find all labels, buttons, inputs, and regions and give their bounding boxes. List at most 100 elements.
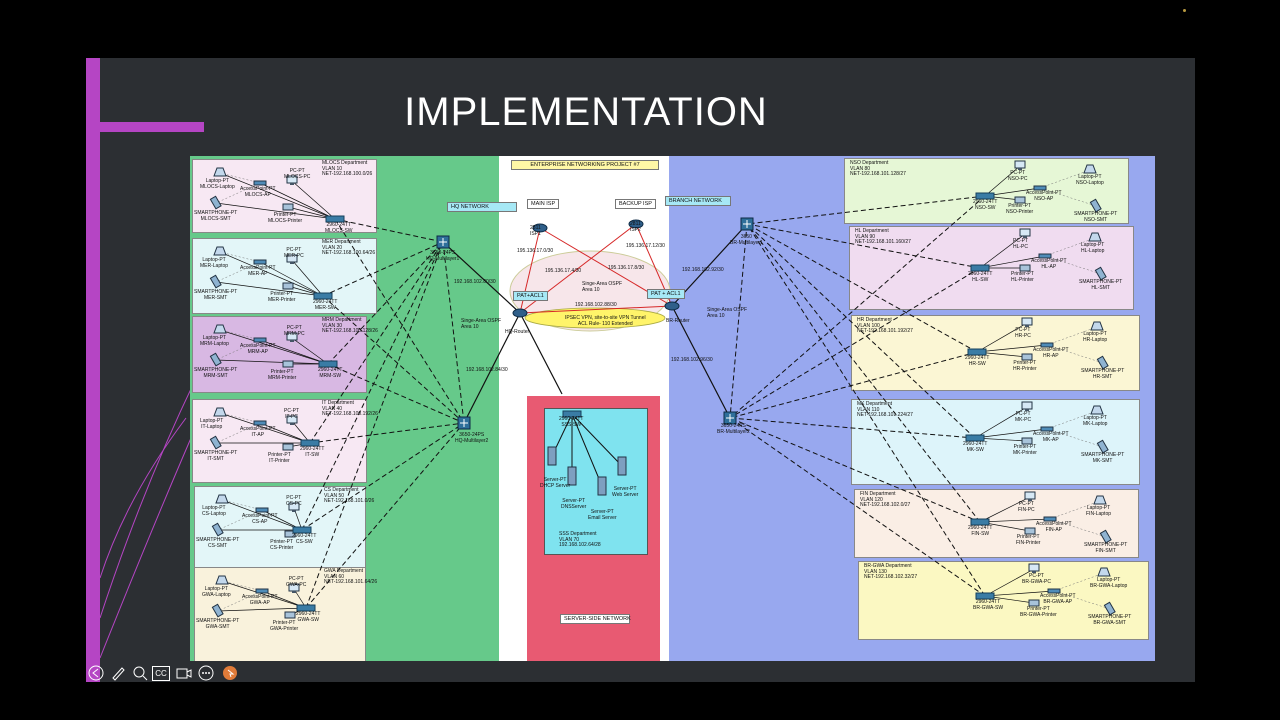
link-label-l4: 195.136.17.12/30 — [626, 243, 665, 249]
access-link — [259, 261, 324, 297]
pc-label: PC-PT MRM-PC — [284, 325, 305, 337]
video-icon[interactable] — [174, 663, 194, 682]
dept-header: HL Department VLAN 90 NET-192.168.101.16… — [855, 228, 911, 245]
access-point-label: AccessPoint-PT IT-AP — [240, 426, 276, 438]
laptop-icon — [213, 167, 227, 177]
wireless-link — [1046, 410, 1098, 430]
access-link — [979, 518, 1051, 523]
access-point-icon — [1040, 426, 1054, 432]
ospf-left-label: Singe-Area OSPF Area 10 — [461, 318, 502, 330]
br-router-icon — [664, 301, 680, 311]
laptop-label: Laptop-PT MER-Laptop — [200, 257, 229, 269]
hq-router-label: HQ-Router — [505, 329, 530, 335]
printer-icon — [1014, 196, 1026, 204]
smartphone-label: SMARTPHONE-PT MK-SMT — [1081, 452, 1125, 464]
more-icon[interactable] — [196, 663, 216, 682]
link-label-br-ml2: 192.168.102.96/30 — [671, 357, 713, 363]
access-link — [217, 607, 307, 612]
printer-icon — [1028, 599, 1040, 607]
switch-label: 2960-24TT CS-SW — [292, 533, 317, 545]
printer-label: Printer-PT HL-Printer — [1011, 271, 1034, 283]
access-link — [976, 344, 1048, 353]
link-label-hq-ml2: 192.168.102.84/30 — [466, 367, 508, 373]
smartphone-label: SMARTPHONE-PT GWA-SMT — [196, 618, 240, 630]
switch-icon — [318, 360, 338, 368]
wireless-link — [215, 339, 261, 361]
vpn-tunnel-ellipse — [524, 307, 666, 329]
zoom-icon[interactable] — [130, 663, 150, 682]
wireless-link — [217, 509, 263, 531]
pc-label: PC-PT FIN-PC — [1018, 501, 1035, 513]
core-link — [463, 312, 521, 424]
access-link — [219, 412, 311, 444]
presentation-slide: IMPLEMENTATION ENTERPRI — [86, 58, 1195, 682]
pc-label: PC-PT MLOCS-PC — [284, 168, 311, 180]
back-arrow-icon[interactable] — [86, 663, 106, 682]
laptop-label: Laptop-PT MRM-Laptop — [200, 335, 229, 347]
switch-label: 2960-24TT FIN-SW — [968, 525, 993, 537]
trunk-link — [746, 223, 978, 353]
access-link — [215, 202, 336, 220]
dept-header: BR-GWA Department VLAN 130 NET-192.168.1… — [864, 563, 918, 580]
switch-label: 2960-24TT MLOCS-SW — [325, 222, 353, 234]
access-link — [984, 165, 1021, 197]
laptop-icon — [215, 494, 229, 504]
smartphone-icon — [1096, 355, 1109, 370]
dept-box-mlocs — [192, 159, 377, 233]
captions-icon[interactable]: CC — [152, 666, 170, 681]
dept-header: MK Department VLAN 110 NET-192.168.101.2… — [857, 401, 913, 418]
laptop-icon — [215, 575, 229, 585]
access-point-label: AccessPoint-PT MK-AP — [1033, 431, 1069, 443]
dept-header: NSO Department VLAN 80 NET-192.168.101.1… — [850, 160, 906, 177]
email-server-label: Server-PT Email Server — [588, 509, 617, 521]
dept-box-cs — [194, 486, 366, 568]
pc-label: PC-PT BR-GWA-PC — [1022, 573, 1051, 585]
wireless-link — [1046, 428, 1104, 448]
trunk-link — [729, 195, 986, 419]
access-point-label: AccessPoint-PT MRM-AP — [240, 343, 276, 355]
smartphone-label: SMARTPHONE-PT MRM-SMT — [194, 367, 238, 379]
pen-icon[interactable] — [108, 663, 128, 682]
switch-label: 2960-24TT IT-SW — [300, 446, 325, 458]
pat-acl-br-label: PAT + ACL1 — [647, 289, 685, 299]
access-point-icon — [253, 259, 267, 265]
laptop-icon — [1097, 567, 1111, 577]
trunk-link — [327, 363, 465, 424]
access-link — [219, 172, 336, 220]
br-ml1-label: 3650 BR-Multilayer1 — [730, 234, 763, 246]
access-point-icon — [253, 420, 267, 426]
slide-title: IMPLEMENTATION — [404, 90, 768, 134]
isp1-label: 2811 ISP1 — [530, 225, 541, 237]
pc-icon — [1024, 491, 1036, 500]
access-link — [979, 255, 1046, 269]
access-link — [215, 359, 329, 365]
dhcp-server-label: Server-PT DHCP Server — [540, 477, 571, 489]
switch-icon — [292, 526, 312, 534]
printer-label: Printer-PT BR-GWA-Printer — [1020, 606, 1057, 618]
smartphone-label: SMARTPHONE-PT FIN-SMT — [1084, 542, 1128, 554]
pointer-icon[interactable] — [220, 663, 240, 682]
web-server-icon — [617, 456, 627, 476]
wireless-link — [219, 412, 261, 424]
laptop-label: Laptop-PT BR-GWA-Laptop — [1090, 577, 1128, 589]
core-link — [671, 305, 731, 419]
pc-label: PC-PT MK-PC — [1015, 411, 1032, 423]
access-link — [984, 590, 1055, 597]
laptop-label: Laptop-PT HL-Laptop — [1081, 242, 1105, 254]
access-point-label: AccessPoint-PT CS-AP — [242, 513, 278, 525]
link-label-hq-ml1: 192.168.102.80/30 — [454, 279, 496, 285]
access-link — [221, 580, 307, 609]
access-point-icon — [255, 588, 269, 594]
access-point-label: AccessPoint-PT HL-AP — [1031, 258, 1067, 270]
switch-icon — [296, 604, 316, 612]
wireless-link — [1053, 572, 1105, 592]
pc-icon — [1021, 401, 1033, 410]
switch-icon — [975, 192, 995, 200]
switch-icon — [313, 292, 333, 300]
wireless-link — [221, 580, 263, 592]
laptop-label: Laptop-PT FIN-Laptop — [1086, 505, 1112, 517]
wireless-link — [1049, 500, 1101, 520]
ospf-center-label: Singe-Area OSPF Area 10 — [582, 281, 623, 293]
access-link — [221, 499, 303, 531]
smartphone-label: SMARTPHONE-PT HL-SMT — [1079, 279, 1123, 291]
